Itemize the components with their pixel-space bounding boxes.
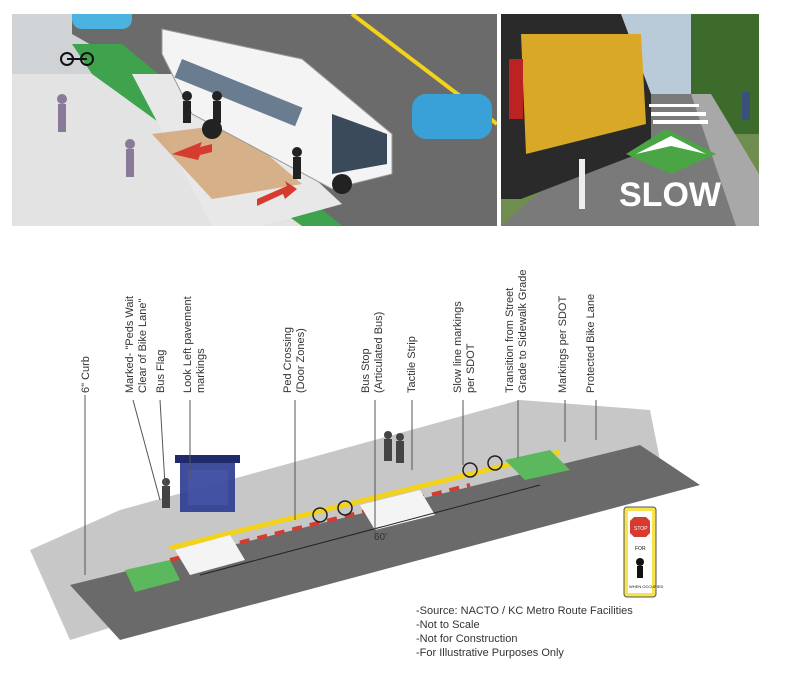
green-bike-zone-right (505, 450, 570, 480)
callout-transition-2: Grade to Sidewalk Grade (517, 269, 529, 393)
sign-stop-text: STOP (634, 526, 648, 532)
callout-transition: Transition from Street (504, 287, 516, 393)
stop-octagon (630, 517, 650, 537)
note-illustrative: -For Illustrative Purposes Only (416, 647, 564, 659)
note-source: -Source: NACTO / KC Metro Route Faciliti… (416, 605, 633, 617)
pedestrian-icon (636, 558, 644, 566)
notes-block: -Source: NACTO / KC Metro Route Faciliti… (416, 604, 633, 660)
callout-look-left-2: markings (195, 348, 207, 393)
callout-marked-2: Clear of Bike Lane" (137, 298, 149, 393)
slow-marking: SLOW (619, 176, 722, 214)
ped-crossing-1 (175, 535, 245, 575)
yellow-edge (169, 449, 561, 551)
sidewalk-people (57, 94, 135, 177)
diagram-road (70, 445, 700, 640)
ped-crossing-2 (360, 490, 435, 530)
sidewalk-photo (691, 94, 759, 226)
diagram-people (162, 431, 404, 508)
photo-pedestrian (742, 92, 750, 120)
red-arrow-right (257, 181, 297, 206)
callout-look-left: Look Left pavement (182, 296, 194, 393)
diagram-svg: STOP FOR WHEN OCCUPIED (30, 395, 700, 640)
callout-ped-crossing: Ped Crossing (282, 326, 294, 393)
green-bike-zone-left (125, 560, 180, 592)
pedestrians (182, 91, 302, 179)
leader-lines (84, 395, 597, 575)
dimension-line (199, 484, 541, 576)
dimension-label: 60' (374, 532, 388, 543)
callout-slow-line: Slow line markings (452, 301, 464, 393)
illustration-svg (12, 14, 497, 226)
bus-lights (509, 59, 523, 119)
bus-stop-diagram: STOP FOR WHEN OCCUPIED 6" Curb Marked- "… (0, 230, 800, 697)
bus-yellow (521, 34, 646, 154)
callout-bus-flag: Bus Flag (155, 349, 167, 393)
callout-bus-stop-2: (Articulated Bus) (373, 311, 385, 393)
callout-tactile-strip: Tactile Strip (406, 336, 418, 393)
callout-protected-bike-lane: Protected Bike Lane (585, 293, 597, 393)
callout-curb: 6" Curb (80, 356, 92, 393)
bus-stop-illustration (12, 14, 497, 226)
callout-slow-line-2: per SDOT (465, 343, 477, 393)
green-chevron (626, 129, 716, 174)
road (501, 94, 759, 226)
slow-lines (649, 104, 708, 124)
blue-car-top (72, 14, 132, 29)
cyclist (60, 52, 94, 66)
diagram-cyclists (312, 455, 503, 523)
sign-bottom-text: WHEN OCCUPIED (629, 584, 664, 589)
blue-car (412, 94, 492, 139)
note-not-to-scale: -Not to Scale (416, 619, 480, 631)
photo-svg: SLOW (501, 14, 759, 226)
callout-bus-stop: Bus Stop (360, 348, 372, 393)
tactile-area (152, 124, 302, 199)
note-not-construction: -Not for Construction (416, 633, 518, 645)
bollard (579, 159, 585, 209)
sign-for-text: FOR (635, 546, 646, 552)
callout-marked: Marked- "Peds Wait (124, 295, 136, 393)
callout-ped-crossing-2: (Door Zones) (295, 328, 307, 393)
bus-shelter (175, 455, 240, 512)
red-arrow-left (172, 142, 212, 160)
bus-stop-photo: SLOW (501, 14, 759, 226)
stop-for-pedestrians-sign (623, 506, 657, 598)
bus (161, 28, 393, 194)
callout-markings: Markings per SDOT (557, 295, 569, 393)
